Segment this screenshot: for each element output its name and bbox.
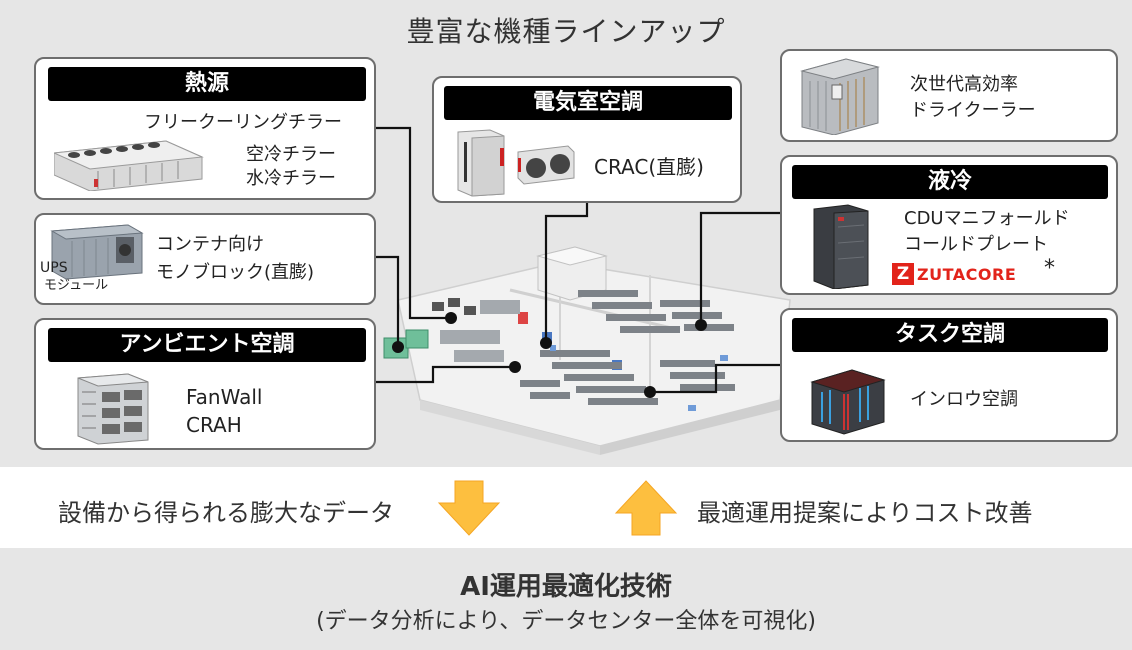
dry-cooler-item: 次世代高効率 (910, 74, 1018, 95)
up-arrow-icon (614, 480, 678, 536)
electrical-room-card: 電気室空調 CRAC(直膨) (432, 76, 742, 203)
dry-cooler-card: 次世代高効率 ドライクーラー (780, 49, 1118, 142)
ambient-header: アンビエント空調 (48, 328, 366, 362)
inrow-image (810, 369, 886, 435)
liquid-cooling-header: 液冷 (792, 165, 1108, 199)
ambient-card: アンビエント空調 FanWall CRAH (34, 318, 376, 450)
ai-optimization-title: AI運用最適化技術 (460, 572, 672, 602)
ups-module-label: UPS (40, 260, 68, 276)
cdu-image (813, 204, 869, 289)
liquid-cooling-item: CDUマニフォールド (904, 208, 1070, 229)
flow-right-text: 最適運用提案によりコスト改善 (697, 499, 1033, 527)
zutacore-logo-mark: Z (892, 263, 914, 285)
chiller-image (54, 140, 204, 191)
dry-cooler-item: ドライクーラー (910, 100, 1036, 121)
page-title: 豊富な機種ラインアップ (406, 15, 726, 48)
ambient-item: FanWall (186, 385, 263, 409)
zutacore-logo-text: ZUTACORE (917, 264, 1017, 284)
task-cooling-header: タスク空調 (792, 318, 1108, 352)
ai-optimization-subtitle: (データ分析により、データセンター全体を可視化) (316, 609, 816, 634)
ambient-item: CRAH (186, 413, 242, 437)
liquid-cooling-card: 液冷 CDUマニフォールド コールドプレート Z ZUTACORE * (780, 155, 1118, 295)
heat-source-item: 空冷チラー (246, 144, 336, 165)
ai-optimization-panel (0, 548, 1132, 650)
heat-source-item: 水冷チラー (246, 168, 336, 189)
electrical-room-header: 電気室空調 (444, 86, 732, 120)
heat-source-item: フリークーリングチラー (144, 112, 342, 133)
container-item: コンテナ向け (156, 234, 264, 255)
crac-image (457, 129, 575, 197)
electrical-room-item: CRAC(直膨) (594, 155, 704, 179)
heat-source-card: 熱源 フリークーリングチラー 空冷チラー 水冷チラー (34, 57, 376, 200)
ups-module-label: モジュール (44, 278, 109, 293)
container-card: UPS モジュール コンテナ向け モノブロック(直膨) (34, 213, 376, 305)
fanwall-image (77, 373, 149, 445)
heat-source-header: 熱源 (48, 67, 366, 101)
liquid-cooling-item: コールドプレート (904, 234, 1048, 255)
zutacore-logo: Z ZUTACORE (892, 261, 1016, 287)
footnote-asterisk: * (1044, 256, 1055, 281)
task-cooling-item: インロウ空調 (910, 389, 1018, 410)
down-arrow-icon (437, 480, 501, 536)
flow-left-text: 設備から得られる膨大なデータ (58, 499, 394, 527)
task-cooling-card: タスク空調 インロウ空調 (780, 308, 1118, 442)
container-item: モノブロック(直膨) (156, 262, 315, 283)
container-unit-image (50, 224, 144, 280)
dry-cooler-image (800, 58, 880, 135)
